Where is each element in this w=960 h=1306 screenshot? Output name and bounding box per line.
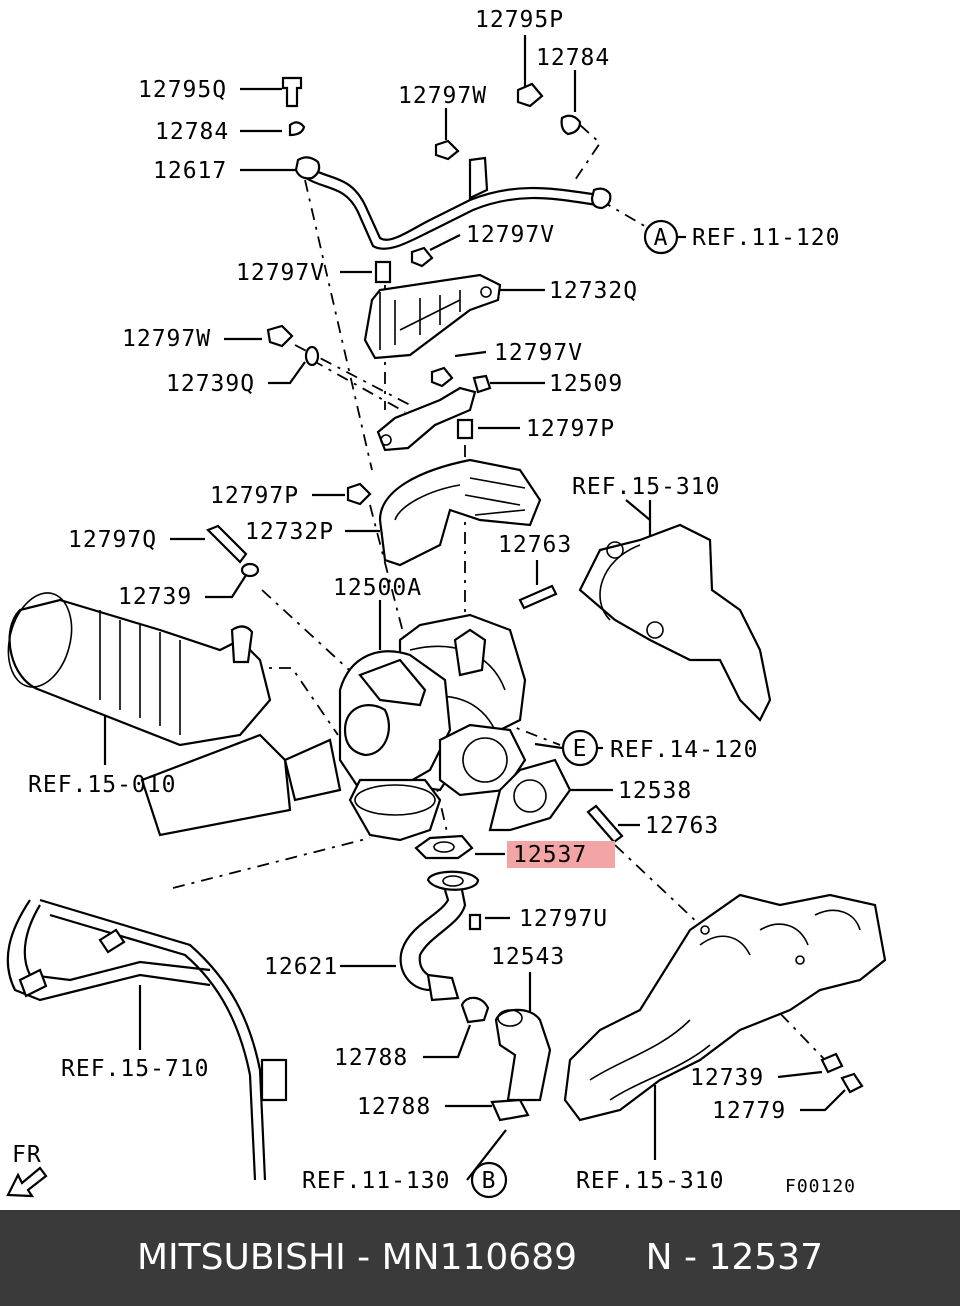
callout-a-letter: A <box>654 225 669 251</box>
oil-return-pipe <box>399 870 482 1002</box>
label-12784-top: 12784 <box>536 45 610 71</box>
label-12795q: 12795Q <box>138 77 227 103</box>
label-12732q: 12732Q <box>549 278 638 304</box>
label-12797p-b: 12797P <box>210 483 299 509</box>
label-12797v-c: 12797V <box>494 340 583 366</box>
label-12732p: 12732P <box>245 519 334 545</box>
harness-15-710 <box>6 898 288 1181</box>
label-12784-left: 12784 <box>155 119 229 145</box>
exhaust-outlet <box>578 523 772 722</box>
turbocharger-12500a <box>338 613 527 842</box>
label-12797u: 12797U <box>519 906 608 932</box>
label-12543: 12543 <box>491 944 565 970</box>
studs <box>206 524 624 844</box>
label-12788-a: 12788 <box>334 1045 408 1071</box>
bracket-12509 <box>376 386 477 452</box>
label-12500a: 12500A <box>333 575 422 601</box>
label-ref-14-120: REF.14-120 <box>610 737 758 763</box>
gasket-12538 <box>488 758 572 832</box>
label-ref-15-710: REF.15-710 <box>61 1056 209 1082</box>
label-12797p-a: 12797P <box>526 416 615 442</box>
footer-bar: MITSUBISHI - MN110689 N - 12537 <box>0 1210 960 1306</box>
front-arrow-icon <box>6 1166 48 1198</box>
part-labels: 12795P 12784 12795Q 12797W 12784 12617 1… <box>12 7 856 1197</box>
callout-b-letter: B <box>482 1168 497 1194</box>
callout-e: E <box>561 729 599 767</box>
label-12797w-top: 12797W <box>398 83 487 109</box>
parts-diagram: A E B 12795P 12784 12795Q 12797W 12784 1… <box>6 7 887 1199</box>
callout-a: A <box>643 219 679 255</box>
label-ref-15-310-top: REF.15-310 <box>572 474 720 500</box>
label-ref-11-120: REF.11-120 <box>692 225 840 251</box>
label-12797q: 12797Q <box>68 527 157 553</box>
leader-lines <box>103 35 846 1181</box>
oil-feed-pipe <box>294 156 612 250</box>
heat-protector-12732p <box>378 458 542 567</box>
hose-12543 <box>460 996 552 1122</box>
footer-caption: MITSUBISHI - MN110689 N - 12537 <box>136 1237 823 1278</box>
stud-nut-right <box>820 1052 864 1094</box>
heat-protector-12732q <box>363 273 502 360</box>
exhaust-manifold <box>563 893 887 1122</box>
label-12509: 12509 <box>549 371 623 397</box>
callout-b: B <box>470 1161 508 1199</box>
bolts-top <box>266 76 582 506</box>
label-12797w-mid: 12797W <box>122 326 211 352</box>
label-12779: 12779 <box>712 1098 786 1124</box>
label-12537: 12537 <box>513 842 587 868</box>
label-12797v-b: 12797V <box>236 260 325 286</box>
label-ref-11-130: REF.11-130 <box>302 1168 450 1194</box>
label-12763-top: 12763 <box>498 532 572 558</box>
label-12797v-a: 12797V <box>466 222 555 248</box>
label-12795p: 12795P <box>475 7 564 33</box>
callout-e-letter: E <box>573 736 588 762</box>
label-ref-15-010: REF.15-010 <box>28 772 176 798</box>
label-12538: 12538 <box>618 778 692 804</box>
label-12788-b: 12788 <box>357 1094 431 1120</box>
label-ref-15-310-bottom: REF.15-310 <box>576 1168 724 1194</box>
label-12763-right: 12763 <box>645 813 719 839</box>
intake-hose <box>7 592 342 837</box>
label-12739q: 12739Q <box>166 371 255 397</box>
label-12739-right: 12739 <box>690 1065 764 1091</box>
label-12617: 12617 <box>153 158 227 184</box>
label-fr: FR <box>12 1142 42 1168</box>
highlight-12537 <box>507 841 615 868</box>
label-12739-left: 12739 <box>118 584 192 610</box>
label-12621: 12621 <box>264 954 338 980</box>
label-figure-code: F00120 <box>785 1176 856 1197</box>
gasket-12537 <box>414 834 474 860</box>
